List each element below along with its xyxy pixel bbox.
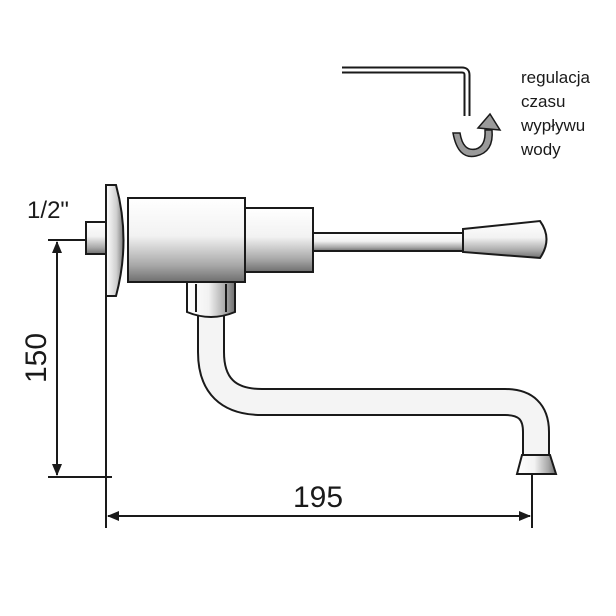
lever-handle (462, 219, 548, 260)
note-line-1: regulacja (521, 68, 591, 87)
allen-key-icon (342, 66, 471, 116)
valve-body (127, 197, 246, 283)
spout-pipe (199, 300, 548, 456)
thread-connector (85, 221, 107, 255)
spout-nozzle (515, 454, 558, 475)
rotation-arrow-icon (452, 112, 502, 158)
lever-rod (312, 232, 466, 252)
thread-size-label: 1/2" (27, 197, 69, 224)
spout-pipe-outline (197, 300, 550, 456)
note-line-3: wypływu (520, 116, 585, 135)
wall-flange (105, 184, 125, 297)
note-line-4: wody (520, 140, 561, 159)
width-label: 195 (293, 481, 343, 514)
note-line-2: czasu (521, 92, 565, 111)
push-cap (244, 207, 314, 273)
height-label: 150 (20, 333, 53, 383)
